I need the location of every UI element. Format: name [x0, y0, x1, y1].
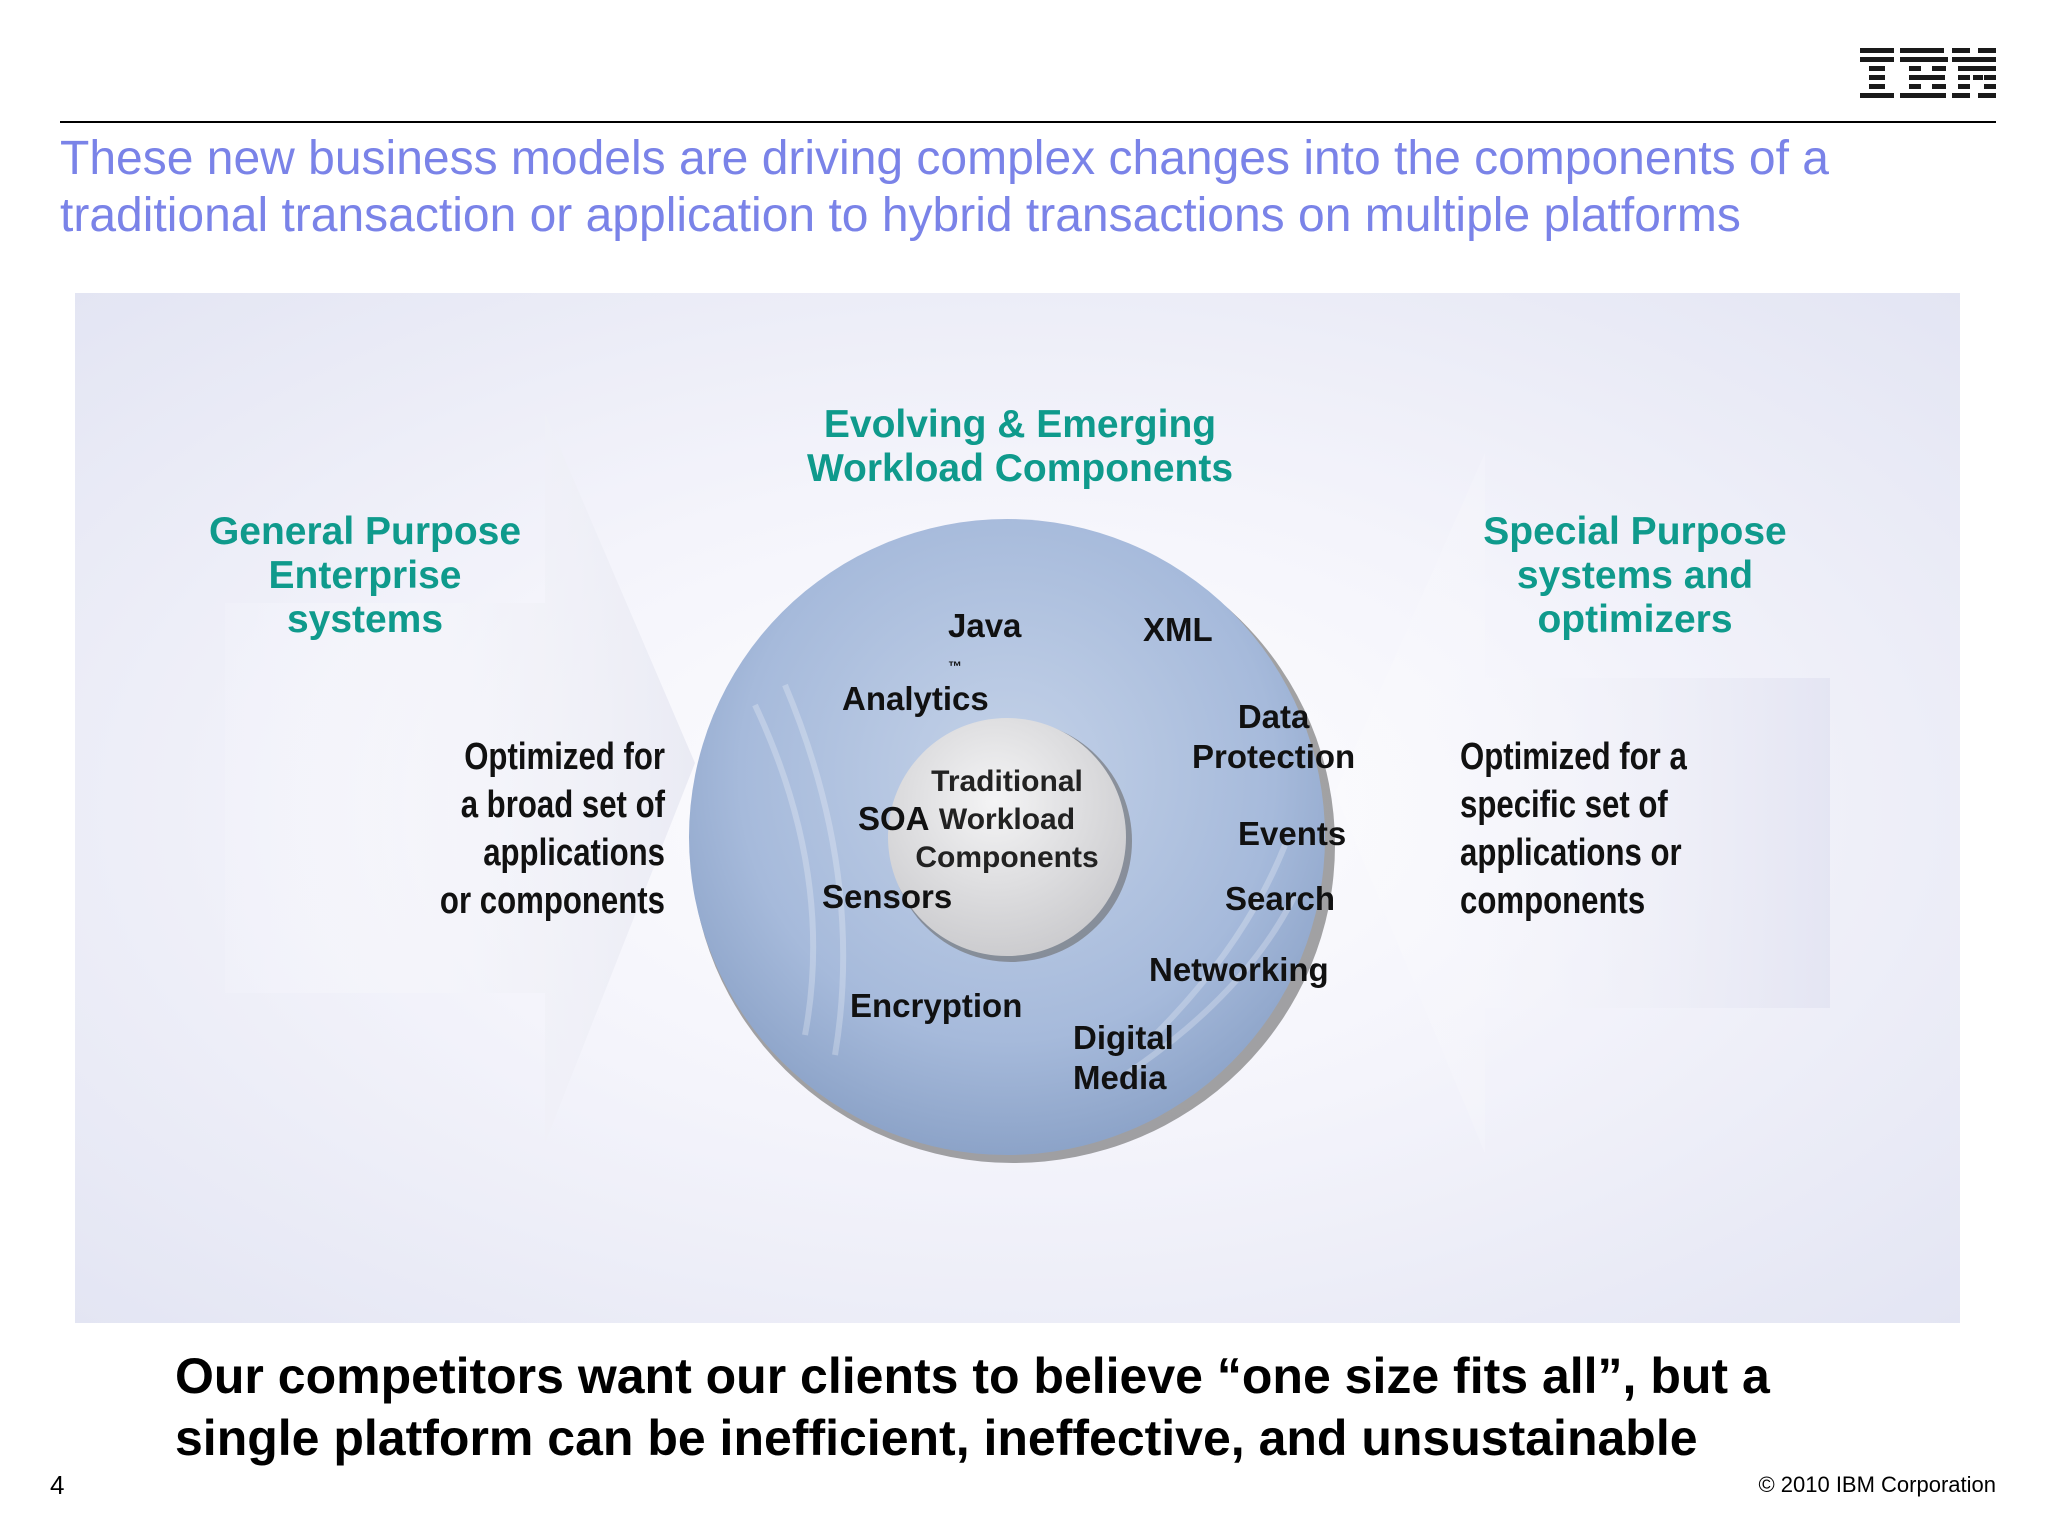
ring-item-networking: Networking	[1149, 951, 1329, 988]
wheel-graphic	[689, 519, 1335, 1163]
ibm-logo	[1860, 48, 1996, 98]
diagram-panel: Evolving & Emerging Workload Components …	[75, 293, 1960, 1323]
arrow-shapes	[225, 413, 1830, 1153]
page-number: 4	[50, 1470, 65, 1500]
ring-item-xml: XML	[1143, 611, 1213, 648]
special-purpose-heading: Special Purpose systems and optimizers	[1483, 510, 1787, 641]
right-arrow	[1335, 453, 1830, 1153]
general-purpose-heading: General Purpose Enterprise systems	[208, 510, 522, 641]
emerging-components-heading: Evolving & Emerging Workload Components	[806, 403, 1234, 490]
ring-item-events: Events	[1238, 815, 1347, 852]
bottom-statement: Our competitors want our clients to beli…	[175, 1348, 1770, 1466]
special-purpose-description: Optimized for a specific set of applicat…	[1460, 736, 1687, 922]
general-purpose-description: Optimized for a broad set of application…	[439, 736, 665, 922]
copyright-notice: © 2010 IBM Corporation	[1758, 1472, 1996, 1497]
ring-item-search: Search	[1225, 880, 1336, 917]
ring-item-analytics: Analytics	[842, 680, 989, 717]
center-circle	[888, 718, 1126, 956]
title-divider	[60, 121, 1996, 123]
traditional-workload-label: Traditional Workload Components	[915, 765, 1099, 874]
ring-item-sensors: Sensors	[822, 878, 953, 915]
left-arrow	[225, 413, 695, 1143]
ring-item-soa: SOA	[858, 800, 930, 837]
ring-item-encryption: Encryption	[850, 987, 1023, 1024]
slide-title: These new business models are driving co…	[60, 132, 1829, 242]
ring-item-data-protection: Data Protection	[1192, 698, 1356, 775]
ring-item-digital-media: Digital Media	[1073, 1019, 1174, 1096]
ring-swirl-decoration	[752, 683, 1298, 1078]
